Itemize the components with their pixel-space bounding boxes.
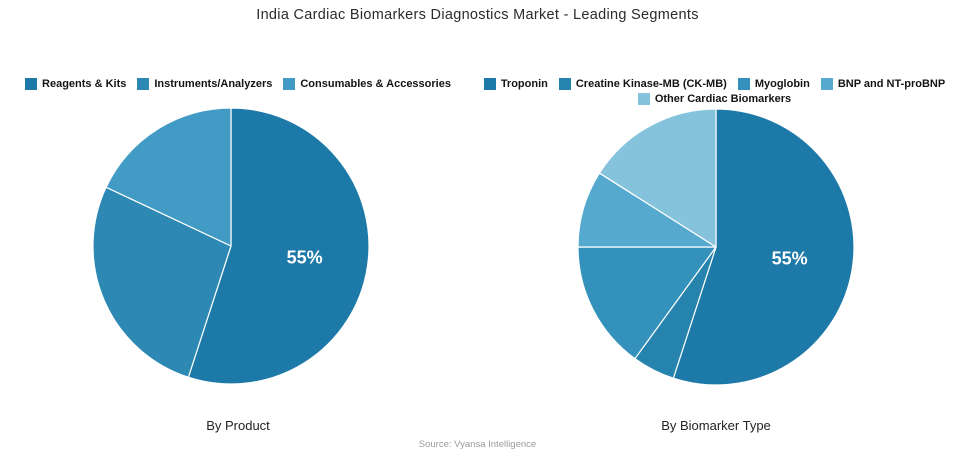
- legend-label: Consumables & Accessories: [300, 78, 451, 90]
- legend-item-myoglobin: Myoglobin: [737, 78, 810, 90]
- legend-label: BNP and NT-proBNP: [837, 78, 946, 90]
- pie-chart-by-biomarker-type: 55%: [577, 108, 855, 386]
- legend-label: Instruments/Analyzers: [154, 78, 273, 90]
- legend-item-consumables-accessories: Consumables & Accessories: [283, 78, 451, 90]
- pie-slice-troponin: [672, 108, 855, 386]
- pie-data-label-troponin: 55%: [772, 249, 808, 269]
- pie-slice-consumables-accessories: [105, 107, 232, 247]
- legend-swatch: [483, 78, 496, 90]
- legend-item-other-cardiac-biomarkers: Other Cardiac Biomarkers: [637, 93, 792, 105]
- legend-by-biomarker-type: Troponin Creatine Kinase-MB (CK-MB) Myoglo…: [478, 78, 951, 105]
- legend-swatch: [25, 78, 38, 90]
- pie-chart-by-product: 55%: [92, 107, 370, 385]
- legend-swatch: [558, 78, 571, 90]
- legend-label: Troponin: [500, 78, 548, 90]
- legend-item-instruments-analyzers: Instruments/Analyzers: [137, 78, 272, 90]
- legend-label: Reagents & Kits: [42, 78, 127, 90]
- pie-data-label-reagents-kits: 55%: [287, 248, 323, 268]
- legend-item-reagents-kits: Reagents & Kits: [25, 78, 126, 90]
- pie-slice-instruments-analyzers: [92, 186, 232, 378]
- legend-label: Creatine Kinase-MB (CK-MB): [575, 78, 727, 90]
- chart-title: India Cardiac Biomarkers Diagnostics Mar…: [256, 7, 699, 23]
- legend-label: Other Cardiac Biomarkers: [654, 93, 792, 105]
- caption-by-biomarker-type: By Biomarker Type: [661, 418, 771, 433]
- legend-item-troponin: Troponin: [483, 78, 548, 90]
- pie-slice-other-cardiac-biomarkers: [598, 108, 717, 248]
- legend-label: Myoglobin: [754, 78, 810, 90]
- legend-swatch: [637, 93, 650, 105]
- pie-slice-myoglobin: [577, 246, 717, 360]
- caption-by-product: By Product: [206, 418, 270, 433]
- legend-swatch: [820, 78, 833, 90]
- source-attribution: Source: Vyansa Intelligence: [418, 439, 537, 450]
- pie-slice-reagents-kits: [187, 107, 370, 385]
- legend-by-product: Reagents & Kits Instruments/Analyzers Cons…: [12, 78, 464, 90]
- legend-swatch: [137, 78, 150, 90]
- legend-item-creatine-kinase-mb-ck-mb: Creatine Kinase-MB (CK-MB): [558, 78, 727, 90]
- legend-swatch: [283, 78, 296, 90]
- legend-swatch: [737, 78, 750, 90]
- legend-item-bnp-and-nt-probnp: BNP and NT-proBNP: [820, 78, 946, 90]
